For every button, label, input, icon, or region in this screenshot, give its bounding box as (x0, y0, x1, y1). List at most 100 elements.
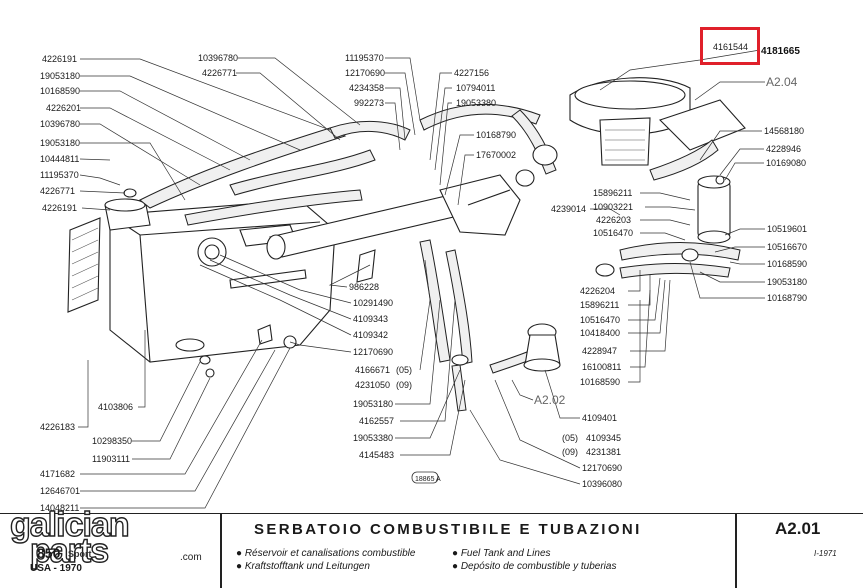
callout-label: 19053180 (40, 71, 80, 81)
ref-label: A2.04 (766, 75, 798, 89)
callout-label: 10168790 (767, 293, 807, 303)
variant-tag: (09) (396, 380, 412, 390)
callout-label: 4181665 (761, 46, 800, 57)
callout-label: 10298350 (92, 436, 132, 446)
callout-label: 10168790 (476, 130, 516, 140)
callout-label: 4226203 (596, 215, 631, 225)
callout-label: 10444811 (40, 154, 79, 164)
variant-tag: (05) (562, 433, 578, 443)
ref-label: A2.02 (534, 393, 566, 407)
callout-label: 19053380 (456, 98, 496, 108)
watermark-suffix: .com (180, 552, 202, 563)
fuel-tank (67, 198, 336, 363)
air-cleaner (569, 77, 746, 166)
callout-label: 14568180 (764, 126, 804, 136)
callout-label: 15896211 (593, 188, 632, 198)
callout-label: 14048211 (40, 503, 79, 513)
callout-label: 10516470 (580, 315, 620, 325)
fuel-pump (523, 323, 561, 372)
callout-label: 10903221 (593, 202, 633, 212)
callout-label: 19053380 (353, 433, 393, 443)
callout-label: 986228 (349, 282, 379, 292)
callout-label: 992273 (354, 98, 384, 108)
callout-label: 10168590 (767, 259, 807, 269)
callout-label: 4145483 (359, 450, 394, 460)
watermark-logo-line1: galician (9, 506, 130, 544)
model-variant: Sport (68, 549, 92, 559)
highlighted-part-label: 4161544 (713, 42, 748, 52)
callout-label: 4171682 (40, 469, 75, 479)
callout-label: 4234358 (349, 83, 384, 93)
variant-tag: (05) (396, 365, 412, 375)
callout-label: 12646701 (40, 486, 80, 496)
callout-label: 10794011 (456, 83, 495, 93)
title-block (0, 513, 863, 588)
title-divider (735, 513, 737, 588)
top-callouts: 10396780 4226771 11195370 12170690 42343… (198, 53, 516, 206)
callout-label: 4226191 (42, 203, 77, 213)
callout-label: 19053180 (353, 399, 393, 409)
callout-label: 10168590 (40, 86, 80, 96)
callout-label: 10396780 (198, 53, 238, 63)
callout-label: 4227156 (454, 68, 489, 78)
callout-label: 10168590 (580, 377, 620, 387)
callout-label: 4109343 (353, 314, 388, 324)
callout-label: 4231381 (586, 447, 621, 457)
callout-label: 17670002 (476, 150, 516, 160)
callout-label: 10516470 (593, 228, 633, 238)
callout-label: 10396080 (582, 479, 622, 489)
callout-label: 11903111 (92, 454, 130, 464)
vent-hoses (139, 103, 541, 226)
sheet-code: A2.01 (775, 519, 821, 538)
callout-label: 4226183 (40, 422, 75, 432)
callout-label: 10169080 (766, 158, 806, 168)
subtitle-en: ● Fuel Tank and Lines (452, 548, 551, 559)
watermark-logo-line2: parts (29, 532, 110, 570)
callout-label: 4231050 (355, 380, 390, 390)
subtitle-de: ● Kraftstofftank und Leitungen (236, 561, 370, 572)
callout-label: 11195370 (345, 53, 384, 63)
callout-label: 19053180 (767, 277, 807, 287)
callout-label: 4166671 (355, 365, 390, 375)
callout-label: 4228946 (766, 144, 801, 154)
pump-callouts: 4226204 15896211 10516470 10418400 42289… (469, 270, 671, 489)
callout-label: 4239014 (551, 204, 586, 214)
drawing-code: 18865 A (415, 476, 441, 483)
callout-label: 4226771 (202, 68, 237, 78)
callout-label: 4162557 (359, 416, 394, 426)
sheet-date: I-1971 (814, 549, 837, 558)
callout-label: 19053180 (40, 138, 80, 148)
callout-label: 4226201 (46, 103, 81, 113)
callout-label: 10291490 (353, 298, 393, 308)
highlight-box (700, 27, 760, 65)
title-divider (220, 513, 222, 588)
callout-label: 12170690 (345, 68, 385, 78)
callout-label: 10396780 (40, 119, 80, 129)
callout-label: 10516670 (767, 242, 807, 252)
subtitle-fr: ● Réservoir et canalisations combustible (236, 548, 416, 559)
callout-label: 16100811 (582, 362, 621, 372)
callout-label: 12170690 (353, 347, 393, 357)
drawing-code-box: 18865 A (411, 471, 441, 484)
market-label: USA - 1970 (30, 563, 82, 574)
right-callouts: 4181665 14568180 4228946 10169080 158962… (551, 46, 807, 303)
callout-label: 4228947 (582, 346, 617, 356)
bottom-left-callouts: 4103806 4226183 10298350 11903111 417168… (40, 330, 291, 513)
callout-label: 10418400 (580, 328, 620, 338)
callout-label: 4109345 (586, 433, 621, 443)
callout-label: 4226771 (40, 186, 75, 196)
callout-label: 4226191 (42, 54, 77, 64)
variant-tag: (09) (562, 447, 578, 457)
callout-label: 4109342 (353, 330, 388, 340)
center-callouts: 986228 10291490 4109343 4109342 12170690… (199, 254, 466, 460)
fuel-lines (419, 109, 741, 412)
model-number: 850 (37, 545, 61, 561)
callout-label: 10519601 (767, 224, 807, 234)
callout-label: 12170690 (582, 463, 622, 473)
callout-label: 11195370 (40, 170, 79, 180)
callout-label: 4226204 (580, 286, 615, 296)
callout-label: 4103806 (98, 402, 133, 412)
page-title: SERBATOIO COMBUSTIBILE E TUBAZIONI (254, 521, 642, 538)
left-callouts: 4226191 19053180 10168590 4226201 103967… (40, 54, 331, 213)
